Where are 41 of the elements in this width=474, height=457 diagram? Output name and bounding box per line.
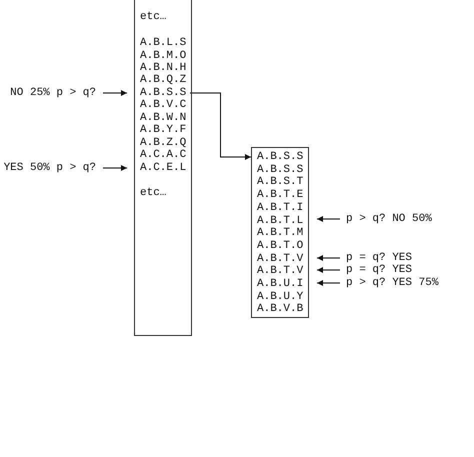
list-entry: A.C.A.C bbox=[134, 149, 190, 161]
arrow bbox=[316, 216, 340, 222]
list-entry: A.B.S.S bbox=[251, 164, 307, 176]
list-entry: A.B.T.L bbox=[251, 214, 307, 226]
list-entry: A.B.T.V bbox=[251, 252, 307, 265]
list-entry: A.B.W.N bbox=[134, 112, 190, 124]
arrow bbox=[316, 280, 340, 286]
annotation-text: p = q? YES bbox=[346, 252, 412, 264]
annotation-text: p > q? YES 75% bbox=[346, 277, 438, 289]
list-entry: A.B.L.S bbox=[134, 37, 190, 49]
arrow bbox=[316, 255, 340, 261]
list-entry: A.B.S.S bbox=[134, 87, 190, 99]
annotation-text: p = q? YES bbox=[346, 264, 412, 276]
list-box bbox=[251, 147, 309, 318]
arrow bbox=[316, 267, 340, 273]
list-entry: A.B.V.C bbox=[134, 99, 190, 111]
list-entry: A.B.T.I bbox=[251, 202, 307, 214]
list-entry: A.B.T.O bbox=[251, 240, 307, 252]
list-entry: A.B.V.B bbox=[251, 303, 307, 316]
list-entry: A.B.Z.Q bbox=[134, 137, 190, 149]
list-box bbox=[134, 0, 192, 336]
annotation-text: p > q? NO 50% bbox=[346, 213, 432, 225]
list-entry: A.B.S.T bbox=[251, 176, 307, 188]
list-entry: etc… bbox=[134, 11, 190, 23]
list-entry: A.B.U.Y bbox=[251, 290, 307, 303]
arrow bbox=[102, 90, 128, 96]
list-entry: A.B.T.M bbox=[251, 227, 307, 240]
list-entry: A.B.T.V bbox=[251, 265, 307, 278]
list-entry: A.B.U.I bbox=[251, 278, 307, 290]
annotation-text: YES 50% p > q? bbox=[0, 162, 96, 174]
list-entry: A.B.Q.Z bbox=[134, 74, 190, 86]
list-entry: A.B.S.S bbox=[251, 151, 307, 163]
arrow bbox=[102, 165, 128, 171]
list-entry: A.B.Y.F bbox=[134, 124, 190, 136]
list-entry: etc… bbox=[134, 187, 190, 199]
list-entry: A.B.T.E bbox=[251, 189, 307, 202]
list-entry: A.C.E.L bbox=[134, 162, 190, 174]
list-entry: A.B.M.O bbox=[134, 50, 190, 62]
list-entry: A.B.N.H bbox=[134, 62, 190, 74]
annotation-text: NO 25% p > q? bbox=[0, 87, 96, 99]
arrow bbox=[190, 92, 252, 160]
